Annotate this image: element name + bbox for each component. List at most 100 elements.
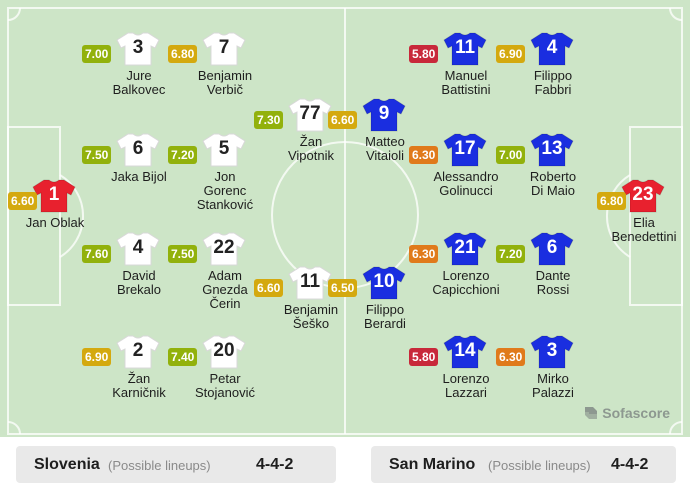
- player-rating-badge: 7.60: [82, 245, 112, 263]
- jersey-icon: 4: [530, 32, 574, 66]
- jersey-number: 7: [218, 37, 230, 58]
- jersey-icon: 2: [116, 335, 160, 369]
- jersey-number: 17: [454, 138, 476, 159]
- jersey-number: 20: [213, 340, 235, 361]
- jersey-number: 21: [454, 237, 476, 258]
- jersey-number: 5: [218, 138, 230, 159]
- jersey-number: 1: [48, 184, 60, 205]
- jersey-icon: 10: [362, 266, 406, 300]
- jersey-number: 22: [213, 237, 235, 258]
- player-rating-badge: 5.80: [409, 45, 439, 63]
- player-rating-badge: 7.50: [168, 245, 198, 263]
- jersey-number: 2: [132, 340, 144, 361]
- jersey-number: 10: [373, 271, 395, 292]
- player-name: David Brekalo: [116, 268, 162, 297]
- player-name: Filippo Berardi: [364, 302, 406, 331]
- home-team-name: Slovenia: [34, 456, 100, 473]
- jersey-number: 77: [299, 103, 321, 124]
- player-rating-badge: 7.00: [496, 146, 526, 164]
- jersey-icon: 77: [288, 98, 332, 132]
- jersey-number: 3: [546, 340, 558, 361]
- player-name: Lorenzo Capicchioni: [432, 268, 500, 297]
- away-team-name: San Marino: [389, 456, 476, 473]
- player-name: Žan Karničnik: [112, 371, 166, 400]
- player-name: Jaka Bijol: [111, 169, 167, 184]
- jersey-icon: 7: [202, 32, 246, 66]
- jersey-icon: 20: [202, 335, 246, 369]
- player-rating-badge: 6.60: [254, 279, 284, 297]
- jersey-icon: 23: [621, 179, 665, 213]
- player-rating-badge: 7.00: [82, 45, 112, 63]
- player-name: Adam Gnezda Čerin: [202, 268, 248, 311]
- jersey-number: 4: [132, 237, 144, 258]
- jersey-icon: 6: [530, 232, 574, 266]
- player-name: Mirko Palazzi: [532, 371, 574, 400]
- player-rating-badge: 6.50: [328, 279, 358, 297]
- player-rating-badge: 7.50: [82, 146, 112, 164]
- player-name: Žan Vipotnik: [287, 134, 334, 163]
- player-rating-badge: 6.30: [409, 245, 439, 263]
- jersey-icon: 14: [443, 335, 487, 369]
- player-rating-badge: 6.60: [328, 111, 358, 129]
- player-rating-badge: 6.90: [496, 45, 526, 63]
- player-name: Benjamin Šeško: [283, 302, 339, 331]
- player-name: Jure Balkovec: [112, 68, 166, 97]
- player-rating-badge: 7.20: [168, 146, 198, 164]
- home-team-card[interactable]: Slovenia (Possible lineups) 4-4-2: [16, 446, 336, 483]
- jersey-icon: 1: [32, 179, 76, 213]
- sofascore-brand: Sofascore: [584, 405, 670, 421]
- jersey-icon: 17: [443, 133, 487, 167]
- player-name: Manuel Battistini: [441, 68, 491, 97]
- jersey-icon: 11: [288, 266, 332, 300]
- jersey-icon: 3: [530, 335, 574, 369]
- player-name: Roberto Di Maio: [529, 169, 577, 198]
- player-rating-badge: 7.20: [496, 245, 526, 263]
- jersey-number: 11: [299, 271, 321, 292]
- jersey-icon: 13: [530, 133, 574, 167]
- away-team-note: (Possible lineups): [488, 458, 591, 473]
- player-rating-badge: 6.80: [168, 45, 198, 63]
- player-rating-badge: 6.30: [409, 146, 439, 164]
- player-name: Lorenzo Lazzari: [442, 371, 490, 400]
- player-rating-badge: 5.80: [409, 348, 439, 366]
- player-name: Matteo Vitaioli: [365, 134, 405, 163]
- player-rating-badge: 6.80: [597, 192, 627, 210]
- jersey-icon: 3: [116, 32, 160, 66]
- pitch-markings: [7, 7, 683, 435]
- player-rating-badge: 6.60: [8, 192, 38, 210]
- jersey-number: 6: [132, 138, 144, 159]
- player-rating-badge: 7.40: [168, 348, 198, 366]
- player-name: Filippo Fabbri: [533, 68, 573, 97]
- jersey-icon: 6: [116, 133, 160, 167]
- jersey-number: 4: [546, 37, 558, 58]
- away-team-card[interactable]: San Marino (Possible lineups) 4-4-2: [371, 446, 676, 483]
- jersey-icon: 9: [362, 98, 406, 132]
- player-name: Dante Rossi: [535, 268, 571, 297]
- player-rating-badge: 6.90: [82, 348, 112, 366]
- jersey-number: 3: [132, 37, 144, 58]
- player-name: Jon Gorenc Stanković: [196, 169, 254, 212]
